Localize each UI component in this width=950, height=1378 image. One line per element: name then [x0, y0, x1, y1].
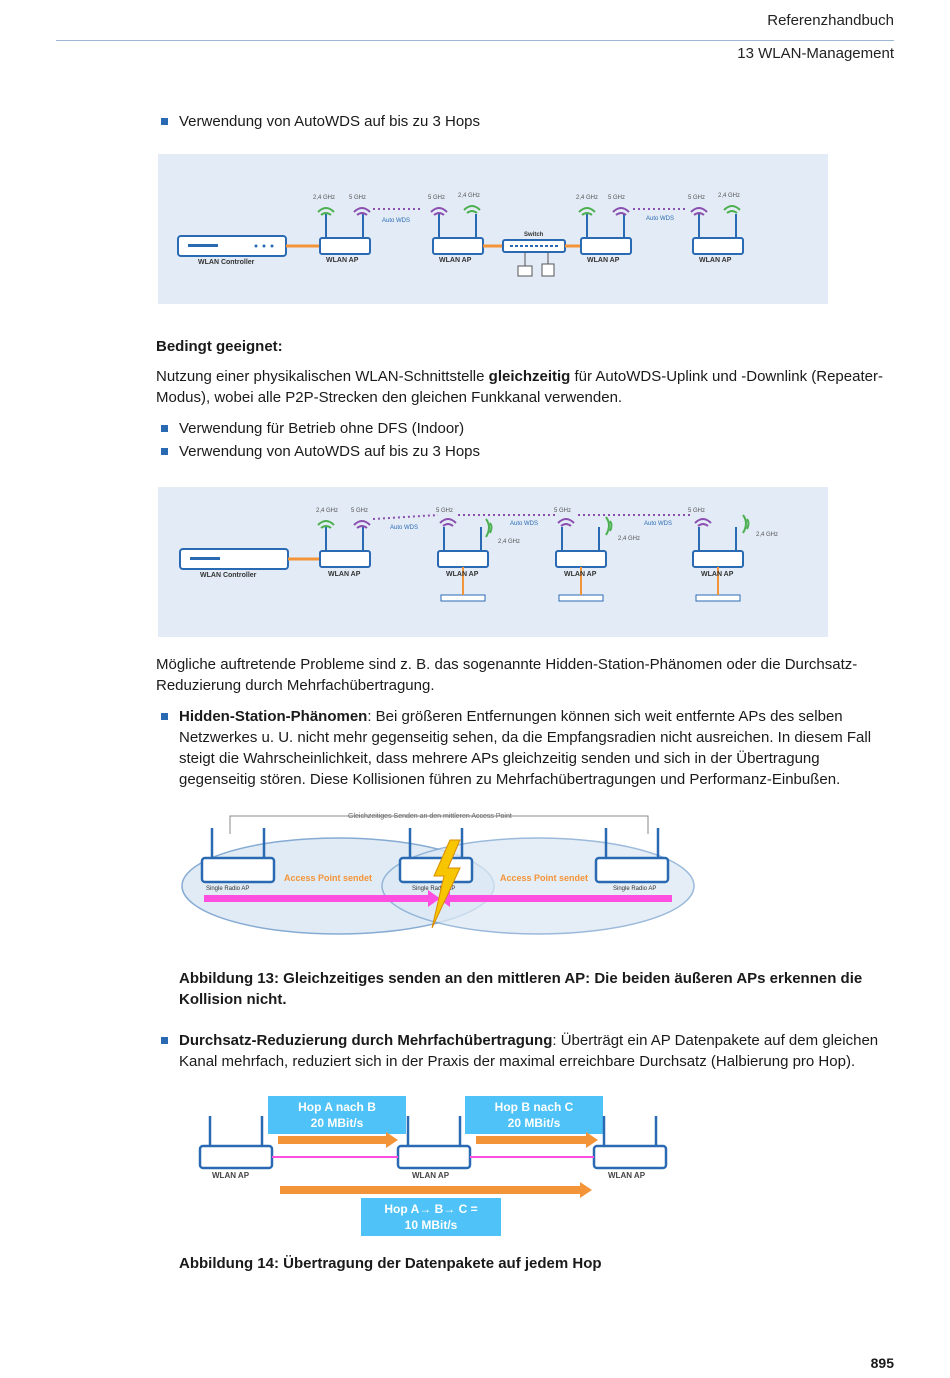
svg-text:Auto WDS: Auto WDS	[644, 521, 672, 527]
wlan-ap-icon	[437, 527, 489, 602]
svg-text:WLAN Controller: WLAN Controller	[200, 572, 257, 579]
svg-text:2,4 GHz: 2,4 GHz	[718, 193, 740, 199]
svg-text:Auto WDS: Auto WDS	[510, 521, 538, 527]
svg-text:2,4 GHz: 2,4 GHz	[576, 195, 598, 201]
figure-caption: Abbildung 14: Übertragung der Datenpaket…	[179, 1255, 602, 1272]
svg-text:WLAN AP: WLAN AP	[701, 571, 734, 578]
figure-hop-throughput: Hop A nach B 20 MBit/s Hop B nach C 20 M…	[198, 1096, 668, 1236]
wlan-ap-icon	[692, 527, 744, 602]
list-item: Verwendung von AutoWDS auf bis zu 3 Hops	[156, 111, 899, 132]
ap-label: Single Radio AP	[412, 886, 455, 892]
switch-icon	[502, 239, 566, 277]
svg-text:WLAN AP: WLAN AP	[564, 571, 597, 578]
bullet-icon	[161, 713, 168, 720]
bullet-icon	[161, 425, 168, 432]
paragraph: Nutzung einer physikalischen WLAN-Schnit…	[156, 368, 883, 406]
wlan-ap-icon	[198, 1116, 274, 1170]
svg-text:2,4 GHz: 2,4 GHz	[316, 508, 338, 514]
svg-text:2,4 GHz: 2,4 GHz	[756, 532, 778, 538]
page-number: 895	[870, 1355, 894, 1371]
header-chapter: 13 WLAN-Management	[737, 45, 894, 62]
ap-label: WLAN AP	[439, 257, 472, 264]
sends-label: Access Point sendet	[500, 873, 588, 883]
wlan-ap-icon	[319, 527, 371, 568]
sends-label: Access Point sendet	[284, 873, 372, 883]
list-item: Verwendung von AutoWDS auf bis zu 3 Hops	[156, 441, 899, 462]
wlan-ap-icon	[580, 214, 632, 255]
wlan-ap-icon	[594, 828, 670, 884]
ap-label: WLAN AP	[608, 1171, 646, 1180]
svg-text:WLAN AP: WLAN AP	[587, 257, 620, 264]
svg-text:5 GHz: 5 GHz	[428, 195, 445, 201]
wlan-ap-icon	[396, 1116, 472, 1170]
wlan-ap-icon	[200, 828, 276, 884]
svg-text:5 GHz: 5 GHz	[554, 508, 571, 514]
freq-label: 5 GHz	[349, 195, 366, 201]
switch-label: Switch	[524, 232, 544, 238]
hop-ab-rate: 20 MBit/s	[311, 1116, 364, 1130]
bullet-icon	[161, 1037, 168, 1044]
figure-top-label: Gleichzeitiges Senden an den mittleren A…	[348, 813, 512, 820]
controller-label: WLAN Controller	[198, 259, 255, 266]
ap-label: WLAN AP	[412, 1171, 450, 1180]
hop-total-label: Hop A→ B→ C =	[384, 1202, 477, 1216]
ap-label: WLAN AP	[212, 1171, 250, 1180]
svg-text:5 GHz: 5 GHz	[608, 195, 625, 201]
paragraph: Mögliche auftretende Probleme sind z. B.…	[156, 656, 858, 694]
collision-icon	[431, 839, 461, 929]
svg-text:5 GHz: 5 GHz	[688, 195, 705, 201]
svg-text:Auto WDS: Auto WDS	[646, 216, 674, 222]
list-item: Hidden-Station-Phänomen: Bei größeren En…	[156, 706, 897, 790]
wlan-ap-icon	[592, 1116, 668, 1170]
svg-text:WLAN AP: WLAN AP	[446, 571, 479, 578]
figure-caption: Abbildung 13: Gleichzeitiges senden an d…	[179, 970, 863, 1008]
figure-hidden-station: Gleichzeitiges Senden an den mittleren A…	[181, 813, 695, 935]
freq-label: 2,4 GHz	[313, 195, 335, 201]
wlan-ap-icon	[432, 214, 484, 255]
wlan-ap-icon	[319, 214, 371, 255]
svg-text:Auto WDS: Auto WDS	[390, 525, 418, 531]
bullet-icon	[161, 118, 168, 125]
list-item: Verwendung für Betrieb ohne DFS (Indoor)	[156, 418, 899, 439]
controller-icon	[177, 235, 287, 257]
wlan-ap-icon	[692, 214, 744, 255]
ap-label: WLAN AP	[326, 257, 359, 264]
svg-text:WLAN AP: WLAN AP	[699, 257, 732, 264]
ap-label: Single Radio AP	[613, 886, 656, 892]
svg-text:5 GHz: 5 GHz	[688, 508, 705, 514]
list-item: Durchsatz-Reduzierung durch Mehrfachüber…	[156, 1030, 897, 1072]
svg-text:2,4 GHz: 2,4 GHz	[458, 193, 480, 199]
figure-autowds-topology-1: WLAN Controller WLAN AP 2,4 GHz 5 GHz Au…	[158, 154, 828, 304]
wlan-ap-icon	[555, 527, 607, 602]
hop-total-rate: 10 MBit/s	[405, 1218, 458, 1232]
svg-text:5 GHz: 5 GHz	[351, 508, 368, 514]
header-divider	[56, 40, 894, 41]
hop-bc-label: Hop B nach C	[495, 1100, 574, 1114]
figure-autowds-topology-2: WLAN Controller WLAN AP 2,4 GHz 5 GHz Au…	[158, 487, 828, 637]
section-heading: Bedingt geeignet:	[156, 338, 283, 355]
ap-label: Single Radio AP	[206, 886, 249, 892]
svg-text:2,4 GHz: 2,4 GHz	[498, 539, 520, 545]
controller-icon	[179, 548, 289, 570]
hop-ab-label: Hop A nach B	[298, 1100, 376, 1114]
bullet-icon	[161, 448, 168, 455]
autowds-label: Auto WDS	[382, 218, 410, 224]
hop-bc-rate: 20 MBit/s	[508, 1116, 561, 1130]
header-title: Referenzhandbuch	[767, 12, 894, 29]
svg-text:2,4 GHz: 2,4 GHz	[618, 536, 640, 542]
svg-text:5 GHz: 5 GHz	[436, 508, 453, 514]
svg-text:WLAN AP: WLAN AP	[328, 571, 361, 578]
